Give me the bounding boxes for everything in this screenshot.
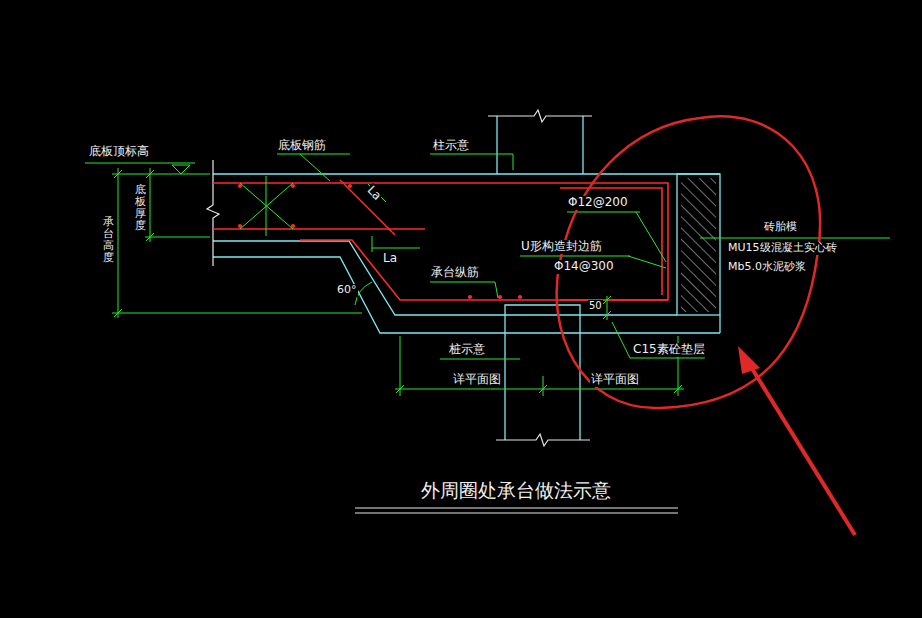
dimension-label: 详平面图 bbox=[452, 373, 502, 387]
pile-label: 桩示意 bbox=[448, 343, 486, 357]
drawing-title: 外周圈处承台做法示意 bbox=[419, 478, 613, 504]
rebar-label: 底板钢筋 bbox=[277, 139, 327, 153]
angle-label: 60° bbox=[336, 284, 358, 297]
elevation-label: 底板顶标高 bbox=[88, 145, 150, 159]
material-note: Mb5.0水泥砂浆 bbox=[727, 261, 807, 274]
dimension-label: 50 bbox=[588, 300, 603, 312]
material-note: MU15级混凝土实心砖 bbox=[727, 242, 838, 255]
rebar-label: U形构造封边筋 bbox=[520, 240, 603, 254]
dimension-label: 详平面图 bbox=[590, 373, 640, 387]
rebar-spec: Φ14@300 bbox=[553, 260, 615, 274]
dimension-label: 承台高度 bbox=[102, 216, 115, 264]
column-label: 柱示意 bbox=[432, 139, 470, 153]
anchorage-label: La bbox=[382, 252, 398, 266]
formwork-label: 砖胎模 bbox=[763, 221, 798, 234]
rebar-label: 承台纵筋 bbox=[430, 266, 480, 280]
rebar-spec: Φ12@200 bbox=[567, 196, 629, 210]
anchorage-label: La bbox=[363, 183, 384, 204]
layer-label: C15素砼垫层 bbox=[632, 343, 706, 357]
dimension-label: 底板厚度 bbox=[134, 184, 147, 232]
